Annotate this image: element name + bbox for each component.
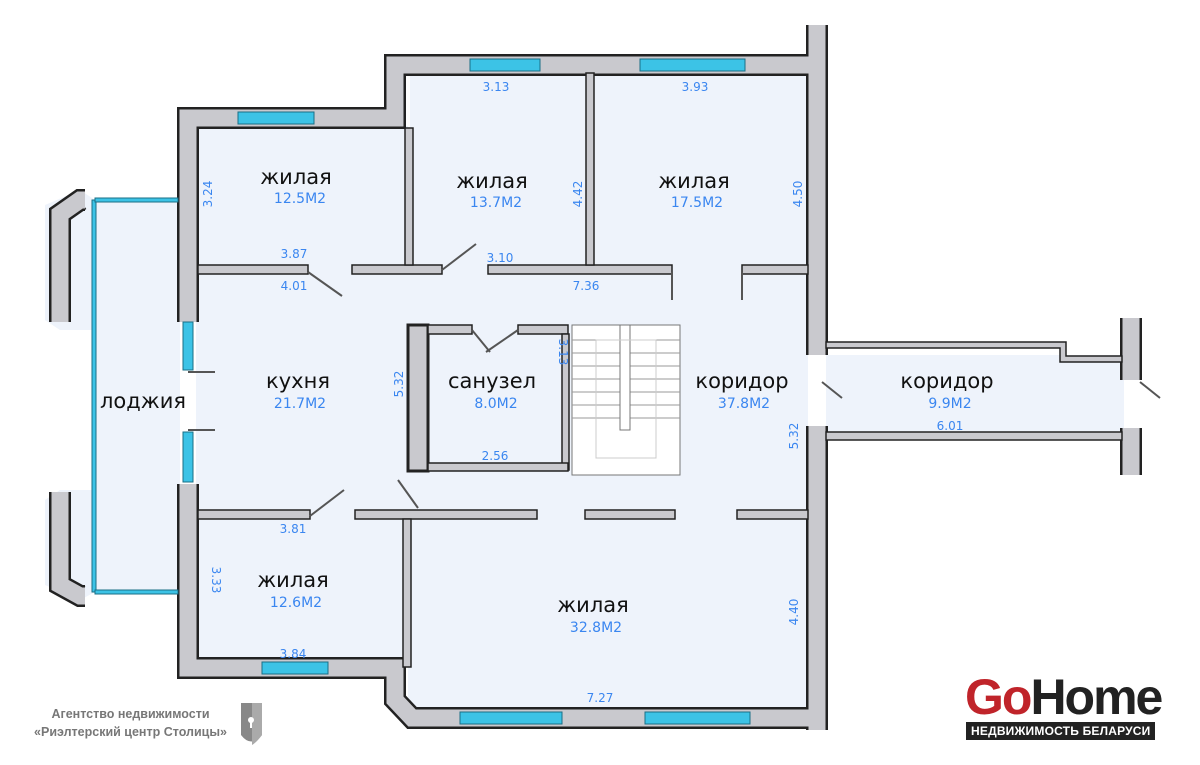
dimension: 3.13 [556, 339, 570, 366]
room-area: 13.7М2 [470, 195, 522, 211]
dimension: 3.33 [209, 567, 223, 594]
dimension: 4.40 [787, 599, 801, 626]
room-name: коридор [900, 369, 993, 393]
room-area: 12.6М2 [270, 595, 322, 611]
room-area: 21.7М2 [274, 396, 326, 412]
dimension: 3.13 [483, 80, 510, 94]
dimension: 7.27 [587, 691, 614, 705]
room-area: 8.0М2 [474, 396, 517, 412]
room-name: коридор [695, 369, 788, 393]
dimension: 7.36 [573, 279, 600, 293]
gohome-tagline: НЕДВИЖИМОСТЬ БЕЛАРУСИ [966, 722, 1156, 740]
dimension: 4.42 [571, 181, 585, 208]
dimension-labels: 3.13 3.93 3.24 4.42 4.50 3.87 3.10 4.01 … [201, 80, 963, 705]
dimension: 2.56 [482, 449, 509, 463]
room-area: 37.8М2 [718, 396, 770, 412]
dimension: 6.01 [937, 419, 964, 433]
agency-logo: Агентство недвижимости «Риэлтерский цент… [18, 705, 243, 741]
dimension: 4.01 [281, 279, 308, 293]
dimension: 5.32 [787, 423, 801, 450]
room-name: санузел [448, 369, 536, 393]
agency-line2: «Риэлтерский центр Столицы» [34, 725, 227, 739]
room-name: жилая [260, 165, 332, 189]
dimension: 3.84 [280, 647, 307, 661]
room-name: жилая [658, 169, 730, 193]
room-area: 17.5М2 [671, 195, 723, 211]
shield-logo-icon [241, 703, 262, 745]
dimension: 3.10 [487, 251, 514, 265]
room-name: жилая [557, 593, 629, 617]
staircase [571, 324, 681, 476]
room-name: лоджия [100, 389, 186, 413]
dimension: 3.81 [280, 522, 307, 536]
room-area: 32.8М2 [570, 620, 622, 636]
gohome-go: Go [965, 669, 1032, 725]
doors [188, 243, 1161, 517]
room-area: 9.9М2 [928, 396, 971, 412]
dimension: 3.24 [201, 181, 215, 208]
dimension: 3.93 [682, 80, 709, 94]
interior-walls [197, 72, 1123, 668]
room-name: жилая [257, 568, 329, 592]
gohome-home: Home [1030, 669, 1163, 725]
dimension: 4.50 [791, 181, 805, 208]
dimension: 3.87 [281, 247, 308, 261]
windows [91, 58, 751, 725]
agency-line1: Агентство недвижимости [51, 707, 210, 721]
room-name: жилая [456, 169, 528, 193]
room-labels: жилая 12.5М2 жилая 13.7М2 жилая 17.5М2 к… [100, 165, 994, 636]
dimension: 5.32 [392, 371, 406, 398]
gohome-logo: GoHome [965, 669, 1163, 725]
room-area: 12.5М2 [274, 191, 326, 207]
room-name: кухня [266, 369, 330, 393]
